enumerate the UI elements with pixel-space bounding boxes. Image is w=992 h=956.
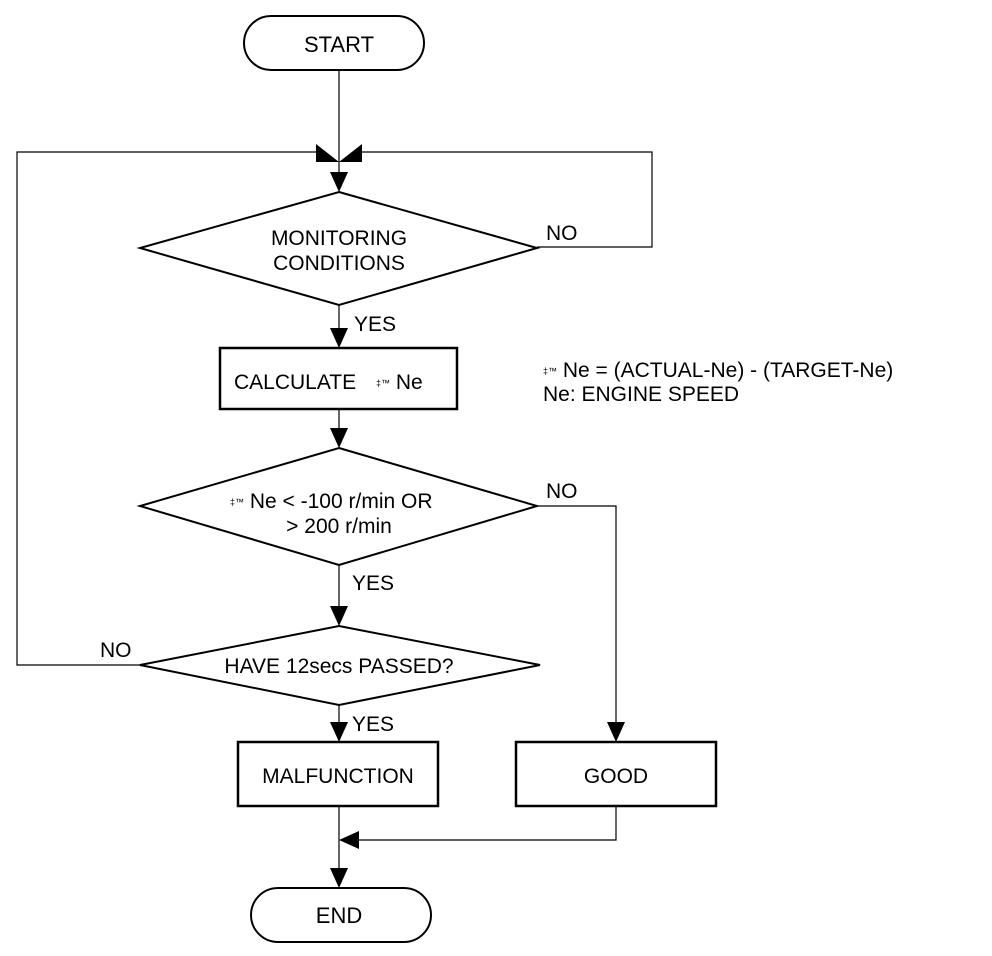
start-terminal [243, 15, 425, 71]
timer-label: HAVE 12secs PASSED? [224, 655, 453, 678]
connector-monitoring-no-loop [362, 151, 653, 248]
monitoring-yes-label: YES [354, 313, 396, 336]
arrowhead-into-monitoring [330, 172, 348, 192]
calculate-process-box [218, 346, 459, 411]
good-box [514, 740, 718, 808]
threshold-label-line1: ‡™ Ne < -100 r/min OR [230, 487, 433, 513]
legend-formula: ‡™ Ne = (ACTUAL-Ne) - (TARGET-Ne) [543, 356, 893, 382]
monitoring-label-line1: MONITORING [271, 227, 407, 250]
threshold-yes-label: YES [352, 572, 394, 595]
good-label: GOOD [584, 765, 648, 788]
end-terminal [250, 887, 432, 943]
arrowhead-right-loop [339, 144, 362, 162]
threshold-no-label: NO [546, 480, 578, 503]
arrowhead-into-end [330, 868, 348, 888]
monitoring-label-line2: CONDITIONS [273, 252, 405, 275]
timer-yes-label: YES [352, 713, 394, 736]
connector-threshold-no [537, 505, 617, 732]
end-label: END [316, 903, 362, 928]
malfunction-box [236, 740, 440, 808]
arrowhead-into-good [607, 722, 625, 742]
timer-no-label: NO [100, 639, 132, 662]
start-label: START [304, 32, 374, 57]
arrowhead-left-loop [316, 144, 339, 162]
connector-good-to-end [352, 806, 617, 841]
monitoring-no-label: NO [546, 222, 578, 245]
delta-ne-threshold-decision [136, 446, 541, 567]
legend-definition: Ne: ENGINE SPEED [543, 383, 739, 406]
arrowhead-good-merge [339, 831, 359, 849]
malfunction-label: MALFUNCTION [262, 765, 414, 788]
arrowhead-into-calculate [330, 328, 348, 348]
timer-elapsed-decision [139, 624, 541, 707]
arrowhead-into-malfunction [330, 722, 348, 742]
connector-timer-no-loop [16, 151, 316, 666]
calculate-label: CALCULATE ‡™ Ne [234, 368, 423, 394]
threshold-label-line2: > 200 r/min [286, 515, 392, 538]
arrowhead-into-threshold [330, 428, 348, 448]
monitoring-conditions-decision [136, 190, 541, 307]
arrowhead-into-timer [330, 606, 348, 626]
